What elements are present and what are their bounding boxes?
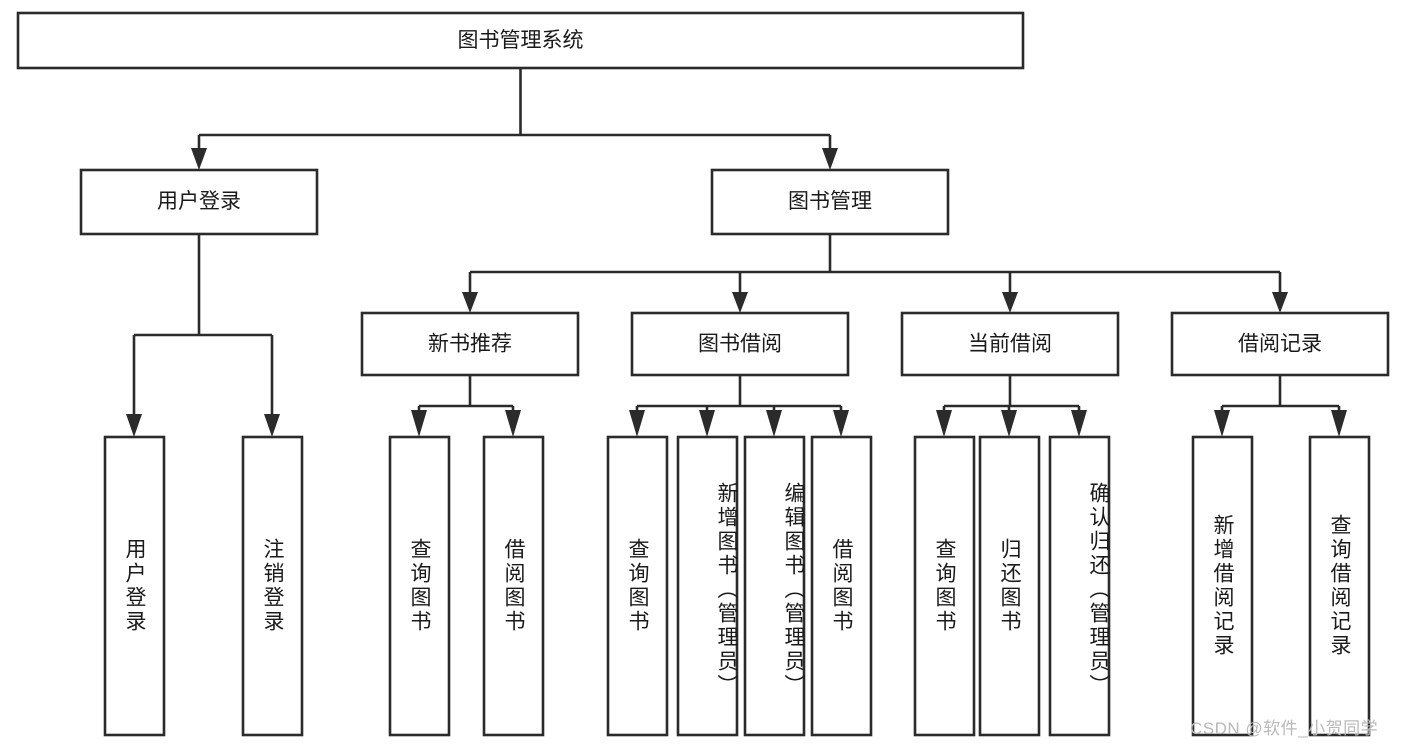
node-leaf-edit-book-box[interactable] xyxy=(743,435,806,737)
node-book-borrow-label: 图书借阅 xyxy=(698,333,782,356)
node-root-label: 图书管理系统 xyxy=(458,29,584,52)
node-leaf-query-record-box[interactable] xyxy=(1308,435,1371,737)
node-leaf-query-book-3-box[interactable] xyxy=(913,435,976,737)
node-leaf-add-book-box[interactable] xyxy=(676,435,739,737)
arrow-head-book-borrow xyxy=(732,292,748,313)
arrow-head-leaf-query-book-3 xyxy=(936,410,952,437)
node-user-login[interactable]: 用户登录 xyxy=(79,168,319,236)
node-current-borrow[interactable]: 当前借阅 xyxy=(900,311,1120,377)
arrow-head-leaf-borrow-book-2 xyxy=(833,410,849,437)
node-current-borrow-label: 当前借阅 xyxy=(968,333,1052,356)
node-layer: 图书管理系统 用户登录 图书管理 新书推荐 图书借阅 当前 xyxy=(16,11,1390,737)
node-book-manage-label: 图书管理 xyxy=(788,190,872,213)
node-book-borrow[interactable]: 图书借阅 xyxy=(630,311,850,377)
node-new-book-recommend[interactable]: 新书推荐 xyxy=(360,311,580,377)
arrow-head-leaf-borrow-book-1 xyxy=(505,410,521,437)
node-borrow-record-label: 借阅记录 xyxy=(1238,333,1322,356)
node-book-borrow-box[interactable] xyxy=(630,311,850,377)
arrow-head-leaf-confirm-return xyxy=(1071,410,1087,437)
node-root-box[interactable] xyxy=(16,11,1025,70)
node-root[interactable]: 图书管理系统 xyxy=(16,11,1025,70)
arrow-head-leaf-logout-login xyxy=(264,414,280,437)
connector-layer xyxy=(126,68,1347,437)
arrow-head-new-book-recommend xyxy=(462,292,478,313)
node-leaf-query-book-1-box[interactable] xyxy=(388,435,451,737)
node-borrow-record-box[interactable] xyxy=(1170,311,1390,377)
node-leaf-user-login-box[interactable] xyxy=(103,435,166,737)
node-leaf-borrow-book-1-box[interactable] xyxy=(482,435,545,737)
node-leaf-query-book-2-box[interactable] xyxy=(606,435,669,737)
arrow-head-borrow-record xyxy=(1272,292,1288,313)
arrow-head-leaf-query-book-1 xyxy=(411,410,427,437)
node-leaf-add-record-box[interactable] xyxy=(1191,435,1254,737)
watermark-label: CSDN @软件_小贺同学 xyxy=(1190,719,1379,738)
node-leaf-borrow-book-2-box[interactable] xyxy=(810,435,873,737)
arrow-head-current-borrow xyxy=(1002,292,1018,313)
node-book-manage[interactable]: 图书管理 xyxy=(710,168,950,236)
node-current-borrow-box[interactable] xyxy=(900,311,1120,377)
node-leaf-confirm-return-box[interactable] xyxy=(1048,435,1111,737)
arrow-head-leaf-add-book xyxy=(699,410,715,437)
node-new-book-recommend-label: 新书推荐 xyxy=(428,333,512,356)
node-book-manage-box[interactable] xyxy=(710,168,950,236)
arrow-head-leaf-add-record xyxy=(1214,410,1230,437)
arrow-head-book-manage xyxy=(822,148,838,170)
arrow-head-user-login xyxy=(191,148,207,170)
arrow-head-leaf-query-record xyxy=(1331,410,1347,437)
node-user-login-label: 用户登录 xyxy=(157,190,241,213)
arrow-head-leaf-query-book-2 xyxy=(629,410,645,437)
node-user-login-box[interactable] xyxy=(79,168,319,236)
arrow-head-leaf-return-book xyxy=(1001,410,1017,437)
node-borrow-record[interactable]: 借阅记录 xyxy=(1170,311,1390,377)
arrow-head-leaf-user-login xyxy=(126,414,142,437)
node-leaf-return-book-box[interactable] xyxy=(978,435,1041,737)
node-new-book-recommend-box[interactable] xyxy=(360,311,580,377)
arrow-head-leaf-edit-book xyxy=(766,410,782,437)
node-leaf-logout-login-box[interactable] xyxy=(241,435,304,737)
